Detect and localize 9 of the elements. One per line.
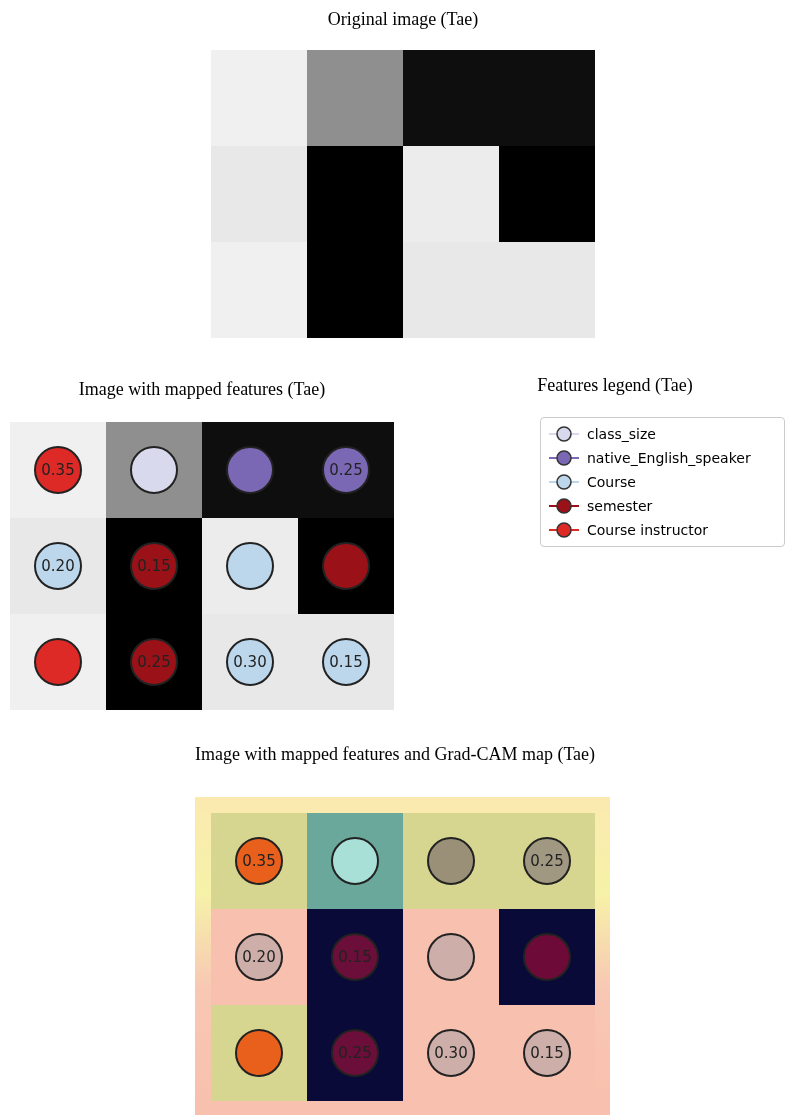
panel-title: Image with mapped features and Grad-CAM map (Tae) bbox=[195, 743, 597, 766]
legend-text: class_size bbox=[587, 424, 656, 444]
panel-title: Image with mapped features (Tae) bbox=[77, 378, 327, 401]
legend-text: native_English_speaker bbox=[587, 448, 751, 468]
panel-title: Features legend (Tae) bbox=[536, 374, 694, 397]
legend-text: semester bbox=[587, 496, 653, 516]
legend-text: Course instructor bbox=[587, 520, 708, 540]
panel-title: Original image (Tae) bbox=[326, 8, 480, 31]
legend-text: Course bbox=[587, 472, 636, 492]
